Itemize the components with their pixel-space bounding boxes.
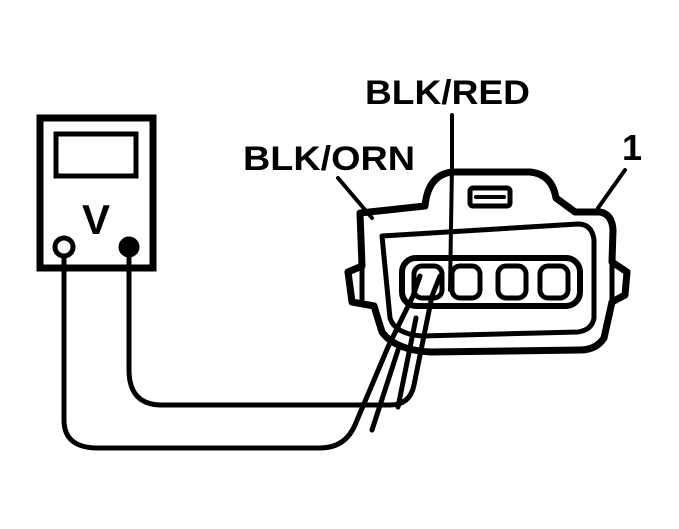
voltmeter-icon: V: [36, 114, 157, 272]
probe-tip-positive: [429, 273, 443, 299]
meter-jack-positive: [118, 236, 140, 258]
leader-callout-1: [596, 168, 627, 210]
connector-lock-tab: [467, 185, 513, 209]
negative-lead-edge: [369, 347, 401, 433]
meter-jack-negative: [52, 235, 76, 259]
terminal-3: [495, 263, 529, 301]
callout-number-1: 1: [622, 127, 642, 168]
leader-lines: [336, 113, 627, 292]
negative-lead: [61, 253, 416, 451]
leader-blk-red: [448, 113, 454, 292]
terminal-4: [537, 263, 571, 301]
probe-leads: [61, 253, 443, 451]
wire-label-blk-orn: BLK/ORN: [243, 140, 415, 178]
connector-pin-strip: [399, 255, 583, 309]
connector-inner-shell: [379, 221, 597, 339]
meter-mode-label: V: [82, 196, 110, 243]
wire-label-blk-red: BLK/RED: [365, 74, 530, 112]
terminal-1: [411, 263, 445, 301]
leader-blk-orn: [336, 176, 374, 220]
positive-lead: [126, 253, 435, 408]
terminal-2: [449, 263, 483, 301]
meter-display: [53, 131, 139, 179]
sensor-connector-icon: [344, 168, 631, 356]
